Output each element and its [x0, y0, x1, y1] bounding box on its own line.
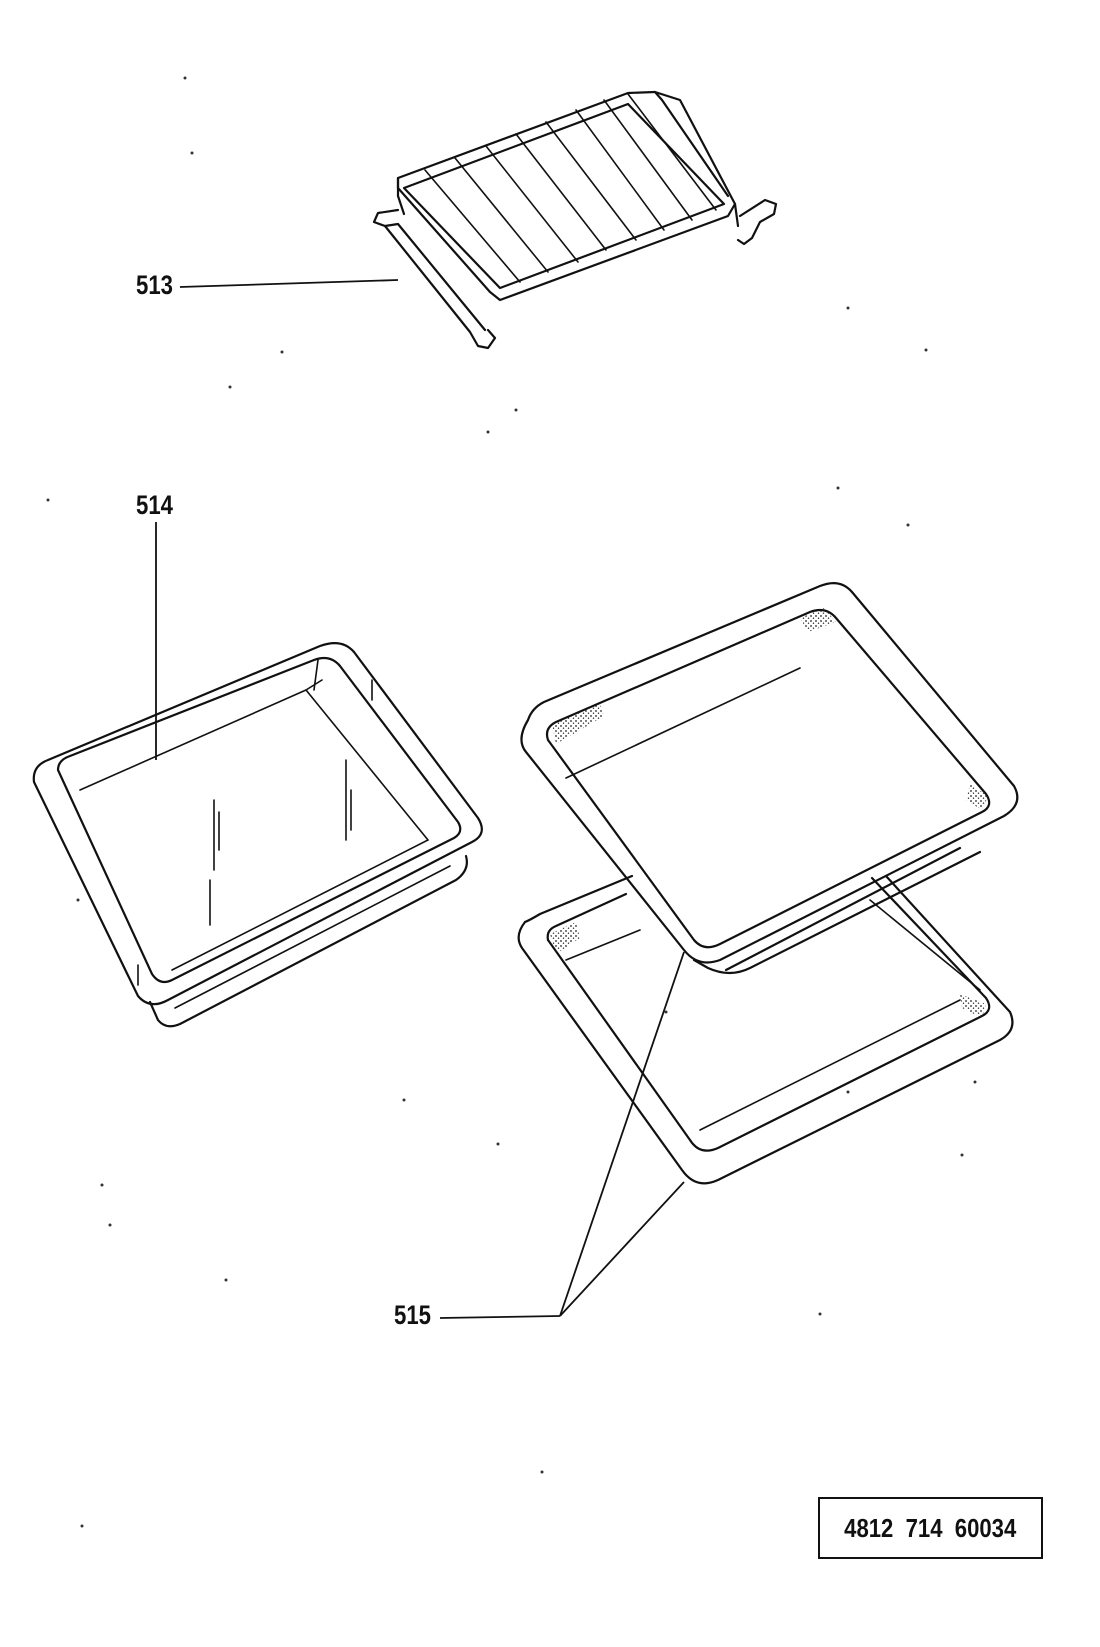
leader-lines	[155, 279, 685, 1319]
scan-specks	[46, 76, 977, 1528]
deep-pan-514	[32, 641, 483, 1028]
callout-514: 514	[136, 490, 173, 520]
flat-tray-515-upper	[520, 581, 1019, 975]
callout-513: 513	[136, 270, 173, 300]
flat-tray-515-lower	[517, 874, 1014, 1185]
document-number-box: 4812 714 60034	[818, 1497, 1043, 1559]
callout-515: 515	[394, 1300, 431, 1330]
wire-rack-513	[372, 90, 778, 350]
document-number: 4812 714 60034	[844, 1512, 1017, 1543]
